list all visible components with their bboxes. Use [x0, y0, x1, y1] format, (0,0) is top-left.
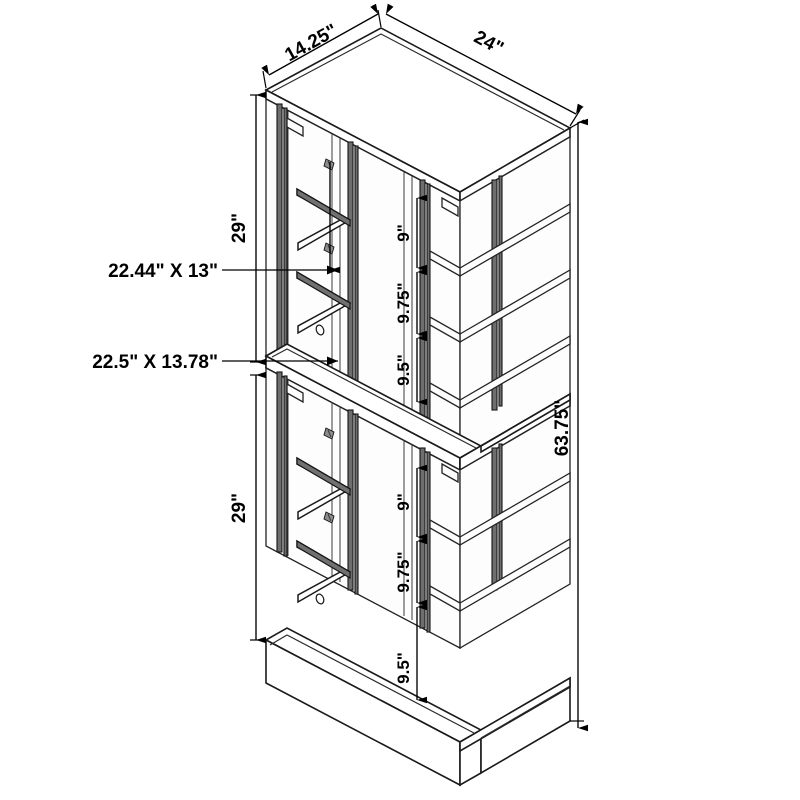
dimension-label-lower-gap-3: 9.5" [394, 652, 413, 684]
dimension-upper-gap-3: 9.5" [394, 334, 427, 406]
shelf-brackets [286, 116, 459, 484]
callout-label-glass-shelf: 22.44" X 13" [108, 261, 218, 282]
dimension-label-upper-height: 29" [229, 213, 250, 243]
dimension-label-lower-gap-2: 9.75" [394, 551, 413, 592]
callout-wood-shelf: 22.5" X 13.78" [92, 352, 338, 373]
dimension-label-upper-gap-2: 9.75" [394, 282, 413, 323]
dimension-upper-gap-2: 9.75" [394, 268, 427, 338]
callout-label-wood-shelf: 22.5" X 13.78" [92, 352, 218, 373]
callout-glass-shelf: 22.44" X 13" [108, 162, 340, 282]
dimension-lower-gap-2: 9.75" [394, 537, 427, 607]
lower-interior-seams [287, 379, 413, 620]
dimension-label-upper-gap-3: 9.5" [394, 354, 413, 386]
dimension-lower-gap-1: 9" [394, 464, 427, 541]
dimension-upper-gap-1: 9" [394, 194, 427, 272]
lower-shelf-pins [315, 427, 335, 605]
cabinet-assembly [264, 27, 572, 787]
dimension-overall-height: 63.75" [552, 118, 588, 732]
upper-right-shelves [429, 202, 571, 410]
dimension-label-upper-gap-1: 9" [394, 224, 413, 242]
dimension-lower-gap-3: 9.5" [394, 603, 427, 704]
cabinet-base-plinth [264, 627, 571, 787]
lower-right-shelves [429, 471, 571, 613]
lower-glass-shelves [296, 456, 352, 604]
dimension-label-lower-gap-1: 9" [394, 493, 413, 511]
upper-interior-seams [287, 111, 413, 442]
dimension-upper-height: 29" [229, 91, 266, 366]
upper-glass-shelves [296, 187, 352, 335]
dimension-label-lower-height: 29" [229, 493, 250, 523]
dimension-lower-height: 29" [229, 371, 266, 644]
dimension-label-overall-height: 63.75" [552, 400, 573, 457]
